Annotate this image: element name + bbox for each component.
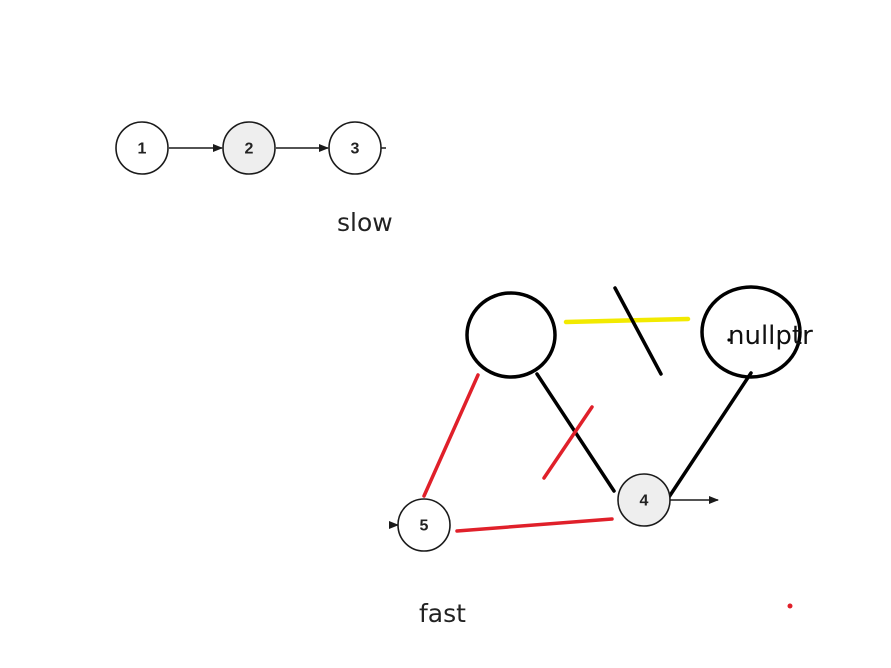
yellow-link-stroke (563, 316, 691, 325)
node-3-circle (328, 121, 382, 175)
red-link-node-5-to-node-4 (455, 517, 614, 533)
node-4: 4 (617, 473, 671, 527)
node-4-label: 4 (640, 493, 649, 510)
node-3-label: 3 (351, 141, 360, 158)
node-4-circle (617, 473, 671, 527)
fast-caption: fast (419, 599, 466, 628)
red-dot (787, 603, 793, 609)
node-1-label: 1 (138, 141, 147, 158)
node-5-label: 5 (420, 518, 429, 535)
nullptr-label: nullptr (728, 321, 813, 351)
node-2: 2 (222, 121, 276, 175)
drawn-empty-circle (465, 291, 557, 379)
node-2-label: 2 (245, 141, 254, 158)
drawn-nullptr-circle (700, 285, 802, 379)
black-cross-stroke (613, 286, 663, 376)
black-dot (727, 338, 731, 342)
red-link-to-node-5 (422, 373, 480, 498)
node-2-circle (222, 121, 276, 175)
node-1: 1 (115, 121, 169, 175)
node-3: 3 (328, 121, 382, 175)
node-5: 5 (397, 498, 451, 552)
slow-caption: slow (337, 208, 393, 237)
node-5-circle (397, 498, 451, 552)
red-cross-stroke (542, 405, 594, 480)
node-1-circle (115, 121, 169, 175)
black-link-nullptr-to-node-4 (665, 371, 753, 502)
